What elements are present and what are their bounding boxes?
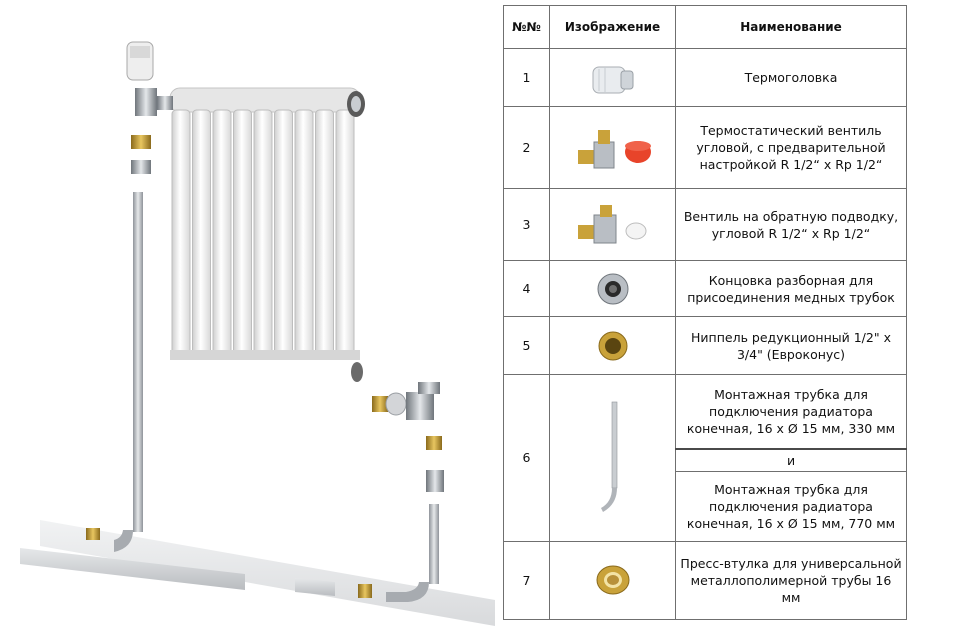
row-name: Термостатический вентиль угловой, с пред… [675, 106, 907, 189]
row-name: Концовка разборная для присоединения мед… [675, 260, 907, 317]
table-row: 3 Вентиль на обратную подводку, угловой … [503, 188, 907, 261]
row-image [549, 188, 676, 261]
row-image [549, 48, 676, 107]
row-number: 6 [503, 374, 550, 542]
radiator-section [253, 109, 273, 356]
compression-fitting-icon [597, 273, 628, 304]
parts-table: №№ Изображение Наименование 1 Термоголов… [503, 5, 907, 620]
thermostatic-valve-icon [577, 129, 651, 168]
radiator-section [315, 109, 334, 360]
floor-pipes [20, 520, 495, 626]
header-image: Изображение [549, 5, 676, 49]
table-row: 7 Пресс-втулка для универсальной металло… [503, 540, 907, 620]
press-sleeve-icon [596, 565, 629, 595]
row-name: Ниппель редукционный 1/2" x 3/4" (Евроко… [675, 316, 907, 375]
table-row: 6 Монтажная трубка для подключения радиа… [503, 374, 907, 542]
thermostatic-head-icon [592, 66, 633, 93]
row-name: Монтажная трубка для подключения радиато… [675, 470, 907, 542]
row-name: Пресс-втулка для универсальной металлопо… [675, 540, 907, 620]
row-image [549, 316, 676, 375]
table-row: 5 Ниппель редукционный 1/2" x 3/4" (Евро… [503, 316, 907, 375]
table-row: 1 Термоголовка [503, 48, 907, 107]
table-row: 2 Термостатический вентиль угловой, с пр… [503, 106, 907, 189]
row-joiner: и [675, 447, 907, 472]
return-valve-icon [577, 204, 646, 243]
row-number: 2 [503, 106, 550, 189]
row-image [549, 106, 676, 189]
row-number: 4 [503, 260, 550, 317]
row-number: 7 [503, 540, 550, 620]
table-row: Монтажная трубка для подключения радиато… [504, 470, 907, 542]
table-row: 4 Концовка разборная для присоединения м… [503, 260, 907, 317]
radiator-section [212, 109, 232, 356]
row-image [549, 374, 676, 542]
row-number: 5 [503, 316, 550, 375]
row-name: Монтажная трубка для подключения радиато… [675, 374, 907, 449]
row-image [549, 260, 676, 317]
return-assembly [358, 382, 444, 602]
radiator-section [192, 109, 211, 360]
radiator-installation-diagram [20, 41, 495, 626]
row-name: Вентиль на обратную подводку, угловой R … [675, 188, 907, 261]
mounting-tube-icon [600, 401, 617, 512]
radiator-section [294, 109, 314, 356]
radiator-section [335, 109, 355, 356]
radiator-section [171, 109, 191, 356]
row-number: 1 [503, 48, 550, 107]
table-header-row: №№ Изображение Наименование [503, 5, 907, 49]
header-number: №№ [503, 5, 550, 49]
row-number: 3 [503, 188, 550, 261]
radiator-section [233, 109, 252, 360]
radiator-section [274, 109, 293, 360]
supply-assembly [86, 41, 173, 552]
header-name: Наименование [675, 5, 907, 49]
row-name: Термоголовка [675, 48, 907, 107]
radiator [169, 87, 365, 382]
reduction-nipple-icon [598, 331, 627, 360]
row-image [549, 540, 676, 620]
